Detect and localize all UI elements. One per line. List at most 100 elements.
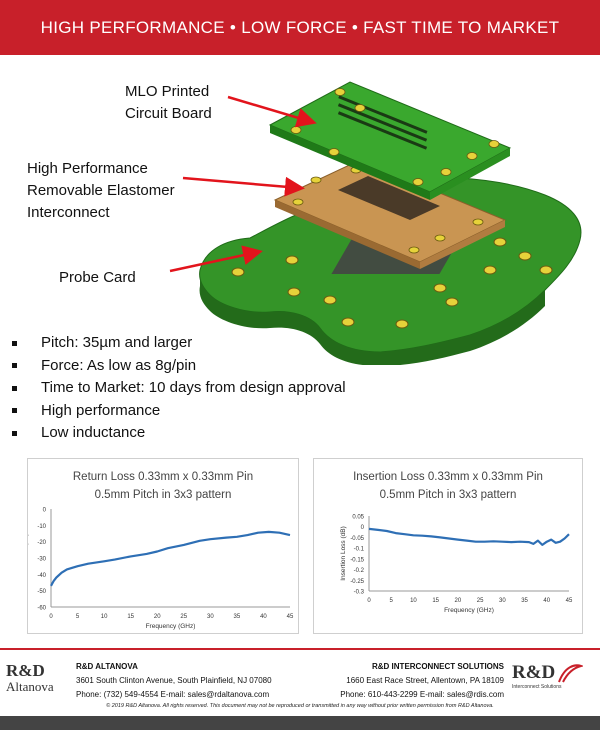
x-tick-label: 35 xyxy=(521,598,528,604)
feature-text: Force: As low as 8g/pin xyxy=(41,356,197,374)
x-tick-label: 5 xyxy=(76,614,80,620)
y-tick-label: -20 xyxy=(37,540,46,546)
y-axis-label: Insertion Loss (dB) xyxy=(340,526,347,581)
logo-text-top: R&D xyxy=(6,661,45,680)
x-tick-label: 20 xyxy=(455,598,462,604)
feature-text: Pitch: 35µm and larger xyxy=(41,334,193,351)
x-tick-label: 10 xyxy=(101,614,108,620)
bottom-bar xyxy=(0,716,600,730)
x-axis-label: Frequency (GHz) xyxy=(444,607,494,614)
rd-interconnect-logo: R&D Interconnect Solutions xyxy=(512,662,584,691)
y-tick-label: -50 xyxy=(37,589,46,595)
x-tick-label: 15 xyxy=(127,614,134,620)
x-tick-label: 10 xyxy=(410,598,417,604)
left-company-info: R&D ALTANOVA 3601 South Clinton Avenue, … xyxy=(76,660,272,702)
callout-elastomer-line2: Removable Elastomer xyxy=(27,182,175,199)
y-tick-label: 0 xyxy=(43,508,47,514)
logo-text-bottom: Interconnect Solutions xyxy=(512,684,562,690)
series-line xyxy=(50,530,291,587)
list-item: High performance xyxy=(12,400,346,423)
list-item: Low inductance xyxy=(12,422,346,445)
company-name: R&D INTERCONNECT SOLUTIONS xyxy=(372,662,504,671)
x-tick-label: 45 xyxy=(287,614,294,620)
y-tick-label: 0 xyxy=(361,525,365,531)
logo-text-top: R&D xyxy=(512,662,556,683)
company-contact: Phone: (732) 549-4554 E-mail: sales@rdal… xyxy=(76,690,270,699)
callout-mlo: MLO Printed Circuit Board xyxy=(125,81,212,125)
copyright-notice: © 2019 R&D Altanova. All rights reserved… xyxy=(106,703,494,709)
chart-title-line1: Insertion Loss 0.33mm x 0.33mm Pin xyxy=(353,471,543,483)
return-loss-chart: Return Loss 0.33mm x 0.33mm Pin 0.5mm Pi… xyxy=(27,458,299,634)
arrow-probe xyxy=(169,245,263,273)
feature-text: High performance xyxy=(41,401,161,419)
swoosh-icon xyxy=(558,664,584,683)
x-tick-label: 15 xyxy=(432,598,439,604)
series-line xyxy=(368,527,570,547)
probe-card-holes xyxy=(231,237,553,329)
y-tick-label: -0.25 xyxy=(350,579,364,585)
bullet-icon xyxy=(12,408,17,414)
right-company-info: R&D INTERCONNECT SOLUTIONS 1660 East Rac… xyxy=(340,660,504,702)
x-tick-label: 30 xyxy=(207,614,214,620)
x-tick-label: 5 xyxy=(390,598,394,604)
feature-text: Low inductance xyxy=(41,424,146,441)
feature-list: Pitch: 35µm and larger Force: As low as … xyxy=(12,332,346,445)
list-item: Pitch: 35µm and larger xyxy=(12,332,346,355)
y-tick-label: -0.2 xyxy=(354,568,365,574)
bullet-icon xyxy=(12,430,17,436)
x-tick-label: 25 xyxy=(180,614,187,620)
x-tick-label: 30 xyxy=(499,598,506,604)
list-item: Force: As low as 8g/pin xyxy=(12,355,346,378)
list-item: Time to Market: 10 days from design appr… xyxy=(12,377,346,400)
bullet-icon xyxy=(12,340,17,346)
company-address: 3601 South Clinton Avenue, South Plainfi… xyxy=(76,676,272,685)
y-tick-label: -0.05 xyxy=(350,536,364,542)
footer-divider xyxy=(0,648,600,650)
bullet-icon xyxy=(12,363,17,369)
chart-title-line2: 0.5mm Pitch in 3x3 pattern xyxy=(379,489,517,501)
company-contact: Phone: 610-443-2299 E-mail: sales@rdis.c… xyxy=(340,690,504,699)
callout-elastomer-line3: Interconnect xyxy=(27,204,110,221)
bullet-icon xyxy=(12,385,17,391)
callout-mlo-line1: MLO Printed xyxy=(125,83,210,100)
x-tick-label: 40 xyxy=(543,598,550,604)
rd-altanova-logo: R&D Altanova xyxy=(6,662,54,694)
header-banner: HIGH PERFORMANCE • LOW FORCE • FAST TIME… xyxy=(0,0,600,55)
y-tick-label: 0.05 xyxy=(352,515,364,521)
y-tick-label: -0.3 xyxy=(354,590,365,596)
company-name: R&D ALTANOVA xyxy=(76,662,138,671)
x-tick-label: 45 xyxy=(566,598,573,604)
callout-elastomer-line1: High Performance xyxy=(27,160,148,177)
callout-mlo-line2: Circuit Board xyxy=(125,105,212,122)
callout-elastomer: High Performance Removable Elastomer Int… xyxy=(27,158,175,224)
y-tick-label: -10 xyxy=(37,524,46,530)
mlo-pcb-illustration xyxy=(268,81,512,200)
chart-title-line1: Return Loss 0.33mm x 0.33mm Pin xyxy=(72,471,254,483)
exploded-view-diagram xyxy=(169,81,582,365)
callout-probe: Probe Card xyxy=(59,267,136,289)
insertion-loss-chart: Insertion Loss 0.33mm x 0.33mm Pin 0.5mm… xyxy=(313,458,583,634)
feature-text: Time to Market: 10 days from design appr… xyxy=(41,379,346,396)
y-axis-label: Return Loss (dB) xyxy=(28,533,29,582)
x-tick-label: 40 xyxy=(260,614,267,620)
y-tick-label: -40 xyxy=(37,573,46,579)
elastomer-illustration xyxy=(273,159,507,269)
y-tick-label: -60 xyxy=(37,606,46,612)
x-tick-label: 0 xyxy=(367,598,371,604)
chart-title-line2: 0.5mm Pitch in 3x3 pattern xyxy=(94,489,232,501)
banner-text: HIGH PERFORMANCE • LOW FORCE • FAST TIME… xyxy=(40,17,560,37)
x-tick-label: 20 xyxy=(154,614,161,620)
arrow-mlo xyxy=(227,95,317,128)
company-address: 1660 East Race Street, Allentown, PA 181… xyxy=(346,676,504,685)
y-tick-label: -0.1 xyxy=(354,547,365,553)
callout-probe-line: Probe Card xyxy=(59,269,136,286)
x-tick-label: 35 xyxy=(234,614,241,620)
arrow-elastomer xyxy=(182,176,305,197)
x-tick-label: 0 xyxy=(49,614,53,620)
x-tick-label: 25 xyxy=(477,598,484,604)
x-axis-label: Frequency (GHz) xyxy=(146,623,196,630)
y-tick-label: -0.15 xyxy=(350,557,364,563)
y-tick-label: -30 xyxy=(37,557,46,563)
